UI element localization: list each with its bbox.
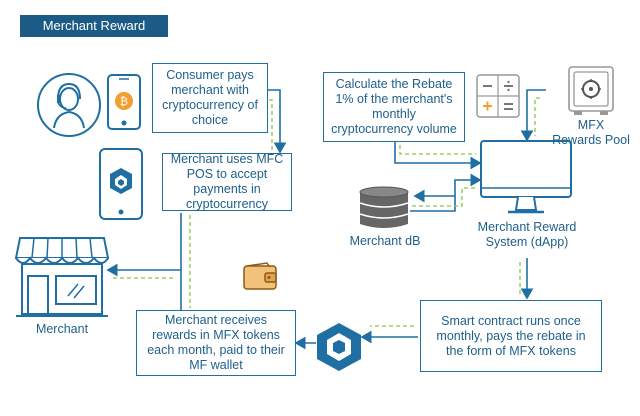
dapp-label: Merchant Reward System (dApp) bbox=[477, 220, 577, 249]
calculate-rebate-box: Calculate the Rebate 1% of the merchant'… bbox=[323, 72, 465, 142]
headset-person-icon bbox=[37, 73, 101, 137]
mfc-pos-box: Merchant uses MFC POS to accept payments… bbox=[162, 152, 292, 211]
wallet-icon bbox=[243, 262, 277, 290]
storefront-icon bbox=[14, 237, 110, 317]
database-icon bbox=[359, 186, 409, 228]
smart-contract-box: Smart contract runs once monthly, pays t… bbox=[420, 300, 602, 372]
tablet-mfc-logo-icon bbox=[99, 148, 143, 220]
merchant-db-label: Merchant dB bbox=[349, 234, 421, 248]
phone-bitcoin-icon: ₿ bbox=[107, 74, 141, 130]
diagram-title: Merchant Reward System bbox=[20, 15, 168, 55]
calculator-icon bbox=[476, 74, 520, 118]
desktop-computer-icon bbox=[480, 140, 572, 214]
merchant-receives-box: Merchant receives rewards in MFX tokens … bbox=[136, 310, 296, 376]
svg-text:₿: ₿ bbox=[120, 95, 128, 108]
consumer-pays-box: Consumer pays merchant with cryptocurren… bbox=[152, 63, 268, 133]
merchant-label: Merchant bbox=[35, 322, 89, 336]
rewards-pool-label: MFX Rewards Pool bbox=[552, 118, 630, 147]
safe-vault-icon bbox=[568, 66, 614, 115]
mfx-token-logo-icon bbox=[317, 323, 361, 371]
